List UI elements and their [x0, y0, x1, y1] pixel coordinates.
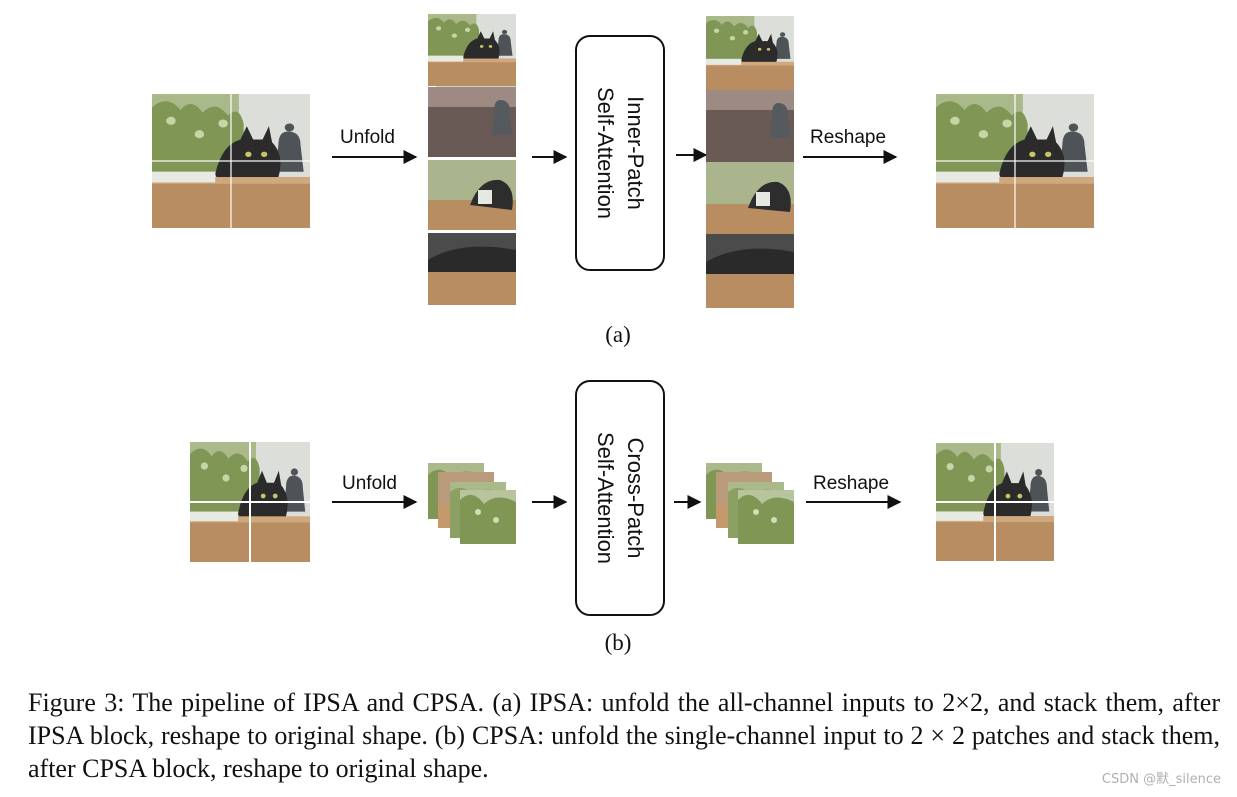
panel-b-sublabel: (b): [605, 630, 632, 655]
patch-stack-3: [428, 160, 516, 230]
panel-b-block-line2: Self-Attention: [593, 432, 618, 564]
panel-b-patch-stack: [428, 463, 516, 544]
panel-a-block-line1: Inner-Patch: [623, 96, 648, 210]
panel-b-input-image: [190, 442, 310, 562]
out-patch-stack-3: [706, 162, 794, 234]
panel-a-sublabel: (a): [605, 322, 631, 347]
panel-b: Unfold Cross-Patch Self-Attention: [190, 380, 1054, 655]
panel-a-reshape-label: Reshape: [810, 127, 886, 148]
panel-a-output-stack: [936, 94, 1094, 228]
panel-b-block-line1: Cross-Patch: [623, 437, 648, 558]
panel-b-output-patch-stack: [706, 463, 794, 544]
inner-patch-self-attention-block: Inner-Patch Self-Attention: [575, 35, 665, 271]
patch-stack-1: [428, 14, 516, 88]
patch-stack-2: [428, 87, 516, 157]
panel-b-reshape-label: Reshape: [813, 473, 889, 494]
cross-patch-self-attention-block: Cross-Patch Self-Attention: [575, 380, 665, 616]
out-patch-stack-2: [706, 90, 794, 162]
watermark: CSDN @默_silence: [1101, 772, 1221, 787]
patch-stack-4: [428, 233, 516, 305]
figure-caption: Figure 3: The pipeline of IPSA and CPSA.…: [28, 688, 1220, 783]
out-patch-stack-4: [706, 234, 794, 308]
panel-a-output-patch-stacks: [706, 16, 794, 308]
panel-a-unfold-label: Unfold: [340, 127, 395, 148]
panel-a-input-stack: [152, 94, 310, 228]
panel-b-output-image: [936, 443, 1054, 561]
panel-a: Unfold: [152, 14, 1094, 347]
panel-a-block-line2: Self-Attention: [593, 87, 618, 219]
out-patch-stack-1: [706, 16, 794, 90]
panel-a-patch-stacks: [428, 14, 516, 305]
panel-b-unfold-label: Unfold: [342, 473, 397, 494]
